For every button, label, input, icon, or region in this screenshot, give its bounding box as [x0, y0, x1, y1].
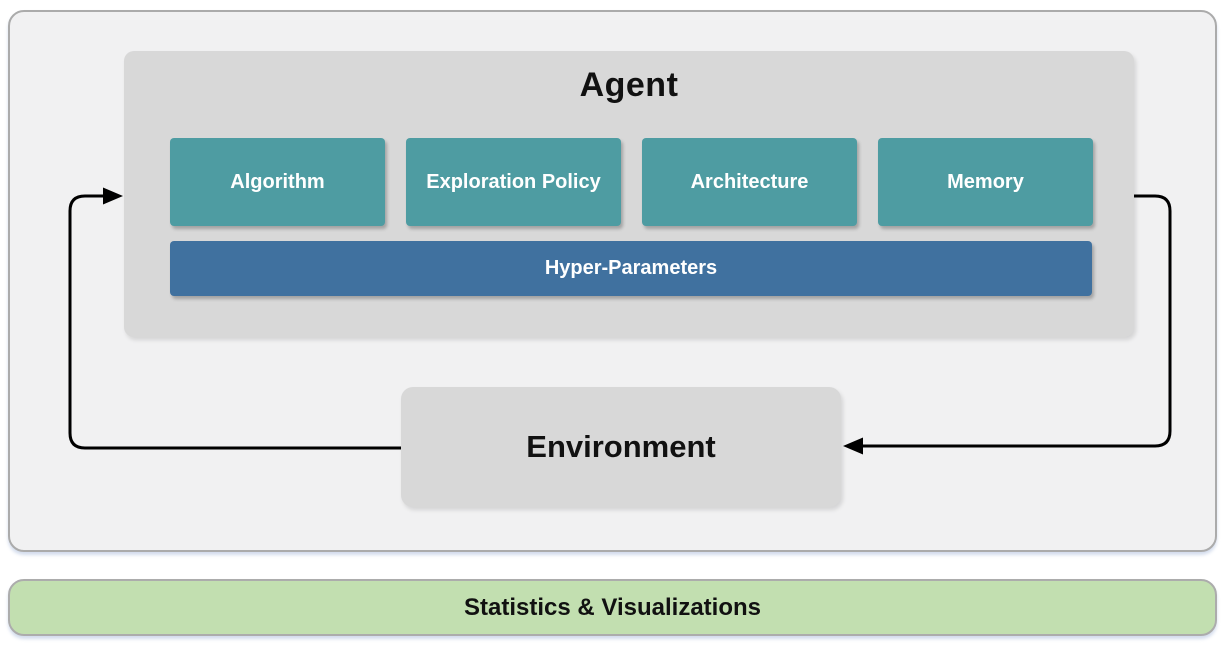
- component-box-architecture: Architecture: [642, 138, 857, 226]
- component-label: Algorithm: [230, 170, 325, 193]
- component-box-algorithm: Algorithm: [170, 138, 385, 226]
- statistics-label: Statistics & Visualizations: [464, 593, 761, 621]
- hyper-parameters-label: Hyper-Parameters: [544, 257, 718, 279]
- component-label: Exploration Policy: [426, 170, 601, 193]
- environment-label: Environment: [526, 429, 716, 464]
- environment-box: Environment: [401, 387, 841, 507]
- component-box-memory: Memory: [878, 138, 1093, 226]
- component-label: Memory: [947, 170, 1024, 193]
- hyper-parameters-bar: Hyper-Parameters: [170, 241, 1092, 296]
- statistics-bar: Statistics & Visualizations: [8, 579, 1217, 636]
- component-label: Architecture: [690, 170, 809, 193]
- agent-title: Agent: [579, 66, 679, 104]
- component-box-exploration-policy: Exploration Policy: [406, 138, 621, 226]
